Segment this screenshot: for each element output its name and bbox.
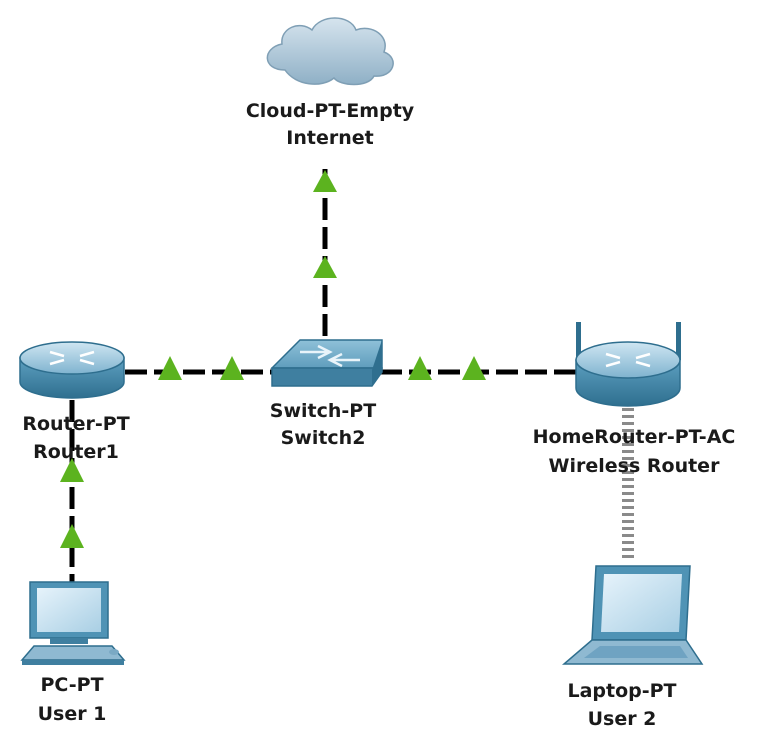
laptop-model-label: Laptop-PT <box>567 680 676 702</box>
link-router-switch[interactable] <box>125 356 272 380</box>
link-up-triangle-icon <box>158 356 182 380</box>
cloud-device[interactable]: Cloud-PT-Empty Internet <box>246 17 415 149</box>
wireless-router-model-label: HomeRouter-PT-AC <box>533 426 736 448</box>
cloud-model-label: Cloud-PT-Empty <box>246 100 415 122</box>
link-up-triangle-icon <box>60 458 84 482</box>
switch-icon <box>270 339 383 387</box>
wireless-router-name-label: Wireless Router <box>549 455 721 477</box>
switch-name-label: Switch2 <box>281 427 366 449</box>
cloud-name-label: Internet <box>286 127 373 149</box>
link-up-triangle-icon <box>313 256 337 278</box>
router-icon <box>19 341 125 399</box>
switch-device[interactable]: Switch-PT Switch2 <box>270 339 383 449</box>
link-switch-wireless-router[interactable] <box>380 356 578 380</box>
pc-device[interactable]: PC-PT User 1 <box>20 581 126 725</box>
router-name-label: Router1 <box>33 441 119 463</box>
link-up-triangle-icon <box>408 356 432 380</box>
router-device[interactable]: Router-PT Router1 <box>19 341 130 463</box>
switch-model-label: Switch-PT <box>270 400 376 422</box>
cloud-icon <box>266 17 394 86</box>
pc-name-label: User 1 <box>38 703 107 725</box>
laptop-device[interactable]: Laptop-PT User 2 <box>561 565 704 730</box>
laptop-name-label: User 2 <box>588 708 657 730</box>
pc-model-label: PC-PT <box>40 674 103 696</box>
laptop-icon <box>561 565 704 665</box>
link-up-triangle-icon <box>220 356 244 380</box>
link-up-triangle-icon <box>60 524 84 548</box>
wireless-router-device[interactable]: HomeRouter-PT-AC Wireless Router <box>533 322 736 477</box>
link-up-triangle-icon <box>462 356 486 380</box>
link-switch-cloud[interactable] <box>313 168 337 336</box>
link-router-pc[interactable] <box>60 400 84 585</box>
router-model-label: Router-PT <box>22 413 129 435</box>
wireless-router-icon <box>575 322 681 407</box>
pc-icon <box>20 581 126 665</box>
link-up-triangle-icon <box>313 170 337 192</box>
